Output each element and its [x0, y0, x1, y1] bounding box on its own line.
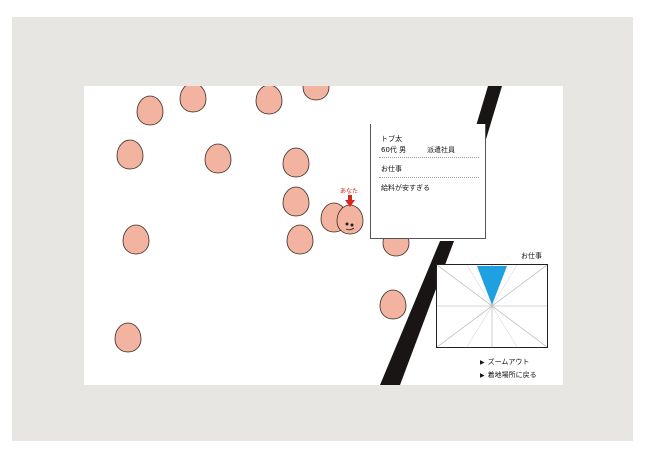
character-head[interactable] [204, 143, 232, 174]
triangle-right-icon: ▶ [480, 359, 485, 366]
divider [379, 177, 479, 178]
character-head[interactable] [122, 224, 150, 255]
zoom-out-button[interactable]: ▶ズームアウト [480, 357, 529, 367]
minimap-title: お仕事 [521, 252, 542, 260]
character-age-gender: 60代 男 [381, 146, 407, 154]
zoom-out-label: ズームアウト [487, 358, 530, 366]
character-thought: 給料が安すぎる [381, 184, 430, 192]
section-label: お仕事 [381, 165, 402, 173]
divider [379, 157, 479, 158]
character-head[interactable] [114, 322, 142, 353]
minimap-view [436, 264, 548, 348]
character-head[interactable] [282, 186, 310, 217]
character-head[interactable] [282, 147, 310, 178]
character-head[interactable] [379, 289, 407, 320]
player-character[interactable] [336, 204, 364, 235]
minimap[interactable] [436, 264, 548, 348]
triangle-right-icon: ▶ [480, 372, 485, 379]
character-name: トブ太 [381, 135, 402, 143]
character-head[interactable] [286, 224, 314, 255]
character-head[interactable] [116, 139, 144, 170]
character-head[interactable] [136, 95, 164, 126]
you-label: あなた [340, 188, 359, 195]
character-head[interactable] [302, 86, 330, 101]
return-to-landing-button[interactable]: ▶着地場所に戻る [480, 370, 537, 380]
return-to-landing-label: 着地場所に戻る [487, 371, 537, 379]
view-cone [477, 266, 507, 305]
red-down-arrow-icon [345, 195, 355, 207]
character-info-popup: トブ太 60代 男 派遣社員 お仕事 給料が安すぎる [370, 124, 486, 239]
character-head[interactable] [179, 86, 207, 113]
character-role: 派遣社員 [427, 146, 455, 154]
game-canvas[interactable]: あなた トブ太 60代 男 派遣社員 お仕事 給料が安すぎる お仕事 ▶ズームア… [84, 86, 563, 385]
character-head[interactable] [255, 86, 283, 115]
